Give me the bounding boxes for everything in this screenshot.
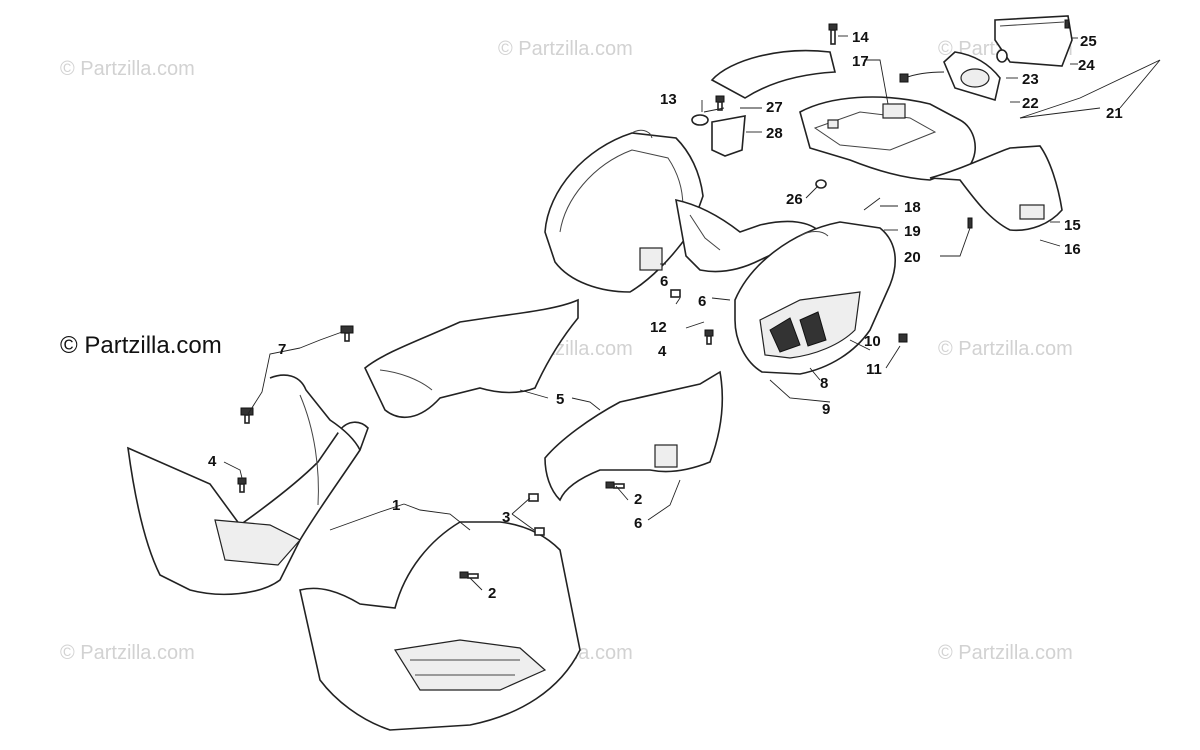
callout-2-center: 2 bbox=[634, 491, 642, 508]
screw-11[interactable] bbox=[898, 333, 908, 343]
screw-20[interactable] bbox=[967, 217, 973, 229]
rear-fender[interactable] bbox=[710, 49, 1063, 232]
screw-14[interactable] bbox=[828, 23, 838, 45]
bracket-28[interactable] bbox=[711, 115, 746, 157]
callout-2-bottom: 2 bbox=[488, 585, 496, 602]
watermark-main: © Partzilla.com bbox=[60, 332, 222, 359]
watermark-mid-right: © Partzilla.com bbox=[938, 338, 1073, 360]
callout-12: 12 bbox=[650, 319, 667, 336]
callout-17: 17 bbox=[852, 53, 869, 70]
callout-20: 20 bbox=[904, 249, 921, 266]
clip-12[interactable] bbox=[670, 289, 681, 298]
callout-21: 21 bbox=[1106, 105, 1123, 122]
pin-18[interactable] bbox=[863, 197, 881, 211]
watermark-bottom-right: © Partzilla.com bbox=[938, 642, 1073, 664]
callout-6-bottom: 6 bbox=[634, 515, 642, 532]
tail-light-housing-22[interactable] bbox=[899, 51, 1001, 102]
rivet-7-bottom[interactable] bbox=[240, 407, 254, 424]
callout-5: 5 bbox=[556, 391, 564, 408]
callout-28: 28 bbox=[766, 125, 783, 142]
screw-4-left[interactable] bbox=[237, 477, 247, 493]
screw-27[interactable] bbox=[715, 95, 725, 111]
footwell-right[interactable] bbox=[299, 521, 581, 731]
callout-4-center: 4 bbox=[658, 343, 667, 360]
watermark-top-center: © Partzilla.com bbox=[498, 38, 633, 60]
callout-24: 24 bbox=[1078, 57, 1095, 74]
watermark-top-left: © Partzilla.com bbox=[60, 58, 195, 80]
grommet-26[interactable] bbox=[815, 179, 827, 189]
callout-14: 14 bbox=[852, 29, 869, 46]
rivet-7-top[interactable] bbox=[340, 325, 354, 342]
inner-guard-left[interactable] bbox=[364, 298, 579, 418]
callout-26: 26 bbox=[786, 191, 803, 208]
callout-23: 23 bbox=[1022, 71, 1039, 88]
callout-8: 8 bbox=[820, 375, 828, 392]
bulb-23[interactable] bbox=[996, 49, 1008, 63]
callout-15: 15 bbox=[1064, 217, 1081, 234]
screw-2-bottom[interactable] bbox=[459, 571, 479, 579]
callout-22: 22 bbox=[1022, 95, 1039, 112]
nut-3-top[interactable] bbox=[528, 493, 539, 502]
callout-25: 25 bbox=[1080, 33, 1097, 50]
callout-19: 19 bbox=[904, 223, 921, 240]
side-panel[interactable] bbox=[734, 221, 896, 375]
footwell-left[interactable] bbox=[127, 374, 369, 596]
screw-24[interactable] bbox=[1064, 19, 1070, 29]
callout-27: 27 bbox=[766, 99, 783, 116]
nut-13[interactable] bbox=[691, 114, 709, 126]
callout-13: 13 bbox=[660, 91, 677, 108]
callout-1: 1 bbox=[392, 497, 400, 514]
callout-16: 16 bbox=[1064, 241, 1081, 258]
callout-4-left: 4 bbox=[208, 453, 217, 470]
callout-18: 18 bbox=[904, 199, 921, 216]
callout-6-middle: 6 bbox=[698, 293, 706, 310]
watermark-bottom-left: © Partzilla.com bbox=[60, 642, 195, 664]
nut-3-bottom[interactable] bbox=[534, 527, 545, 536]
callout-9: 9 bbox=[822, 401, 830, 418]
screw-2-center[interactable] bbox=[605, 481, 625, 489]
inner-guard-right[interactable] bbox=[544, 370, 724, 502]
callout-10: 10 bbox=[864, 333, 881, 350]
callout-11: 11 bbox=[866, 361, 882, 378]
front-fender[interactable] bbox=[544, 129, 822, 293]
tail-light-lens-25[interactable] bbox=[994, 15, 1073, 67]
callout-6-top: 6 bbox=[660, 273, 668, 290]
screw-4-center[interactable] bbox=[704, 329, 714, 345]
leader-lines bbox=[223, 35, 1161, 591]
callout-3: 3 bbox=[502, 509, 510, 526]
callout-7: 7 bbox=[278, 341, 286, 358]
